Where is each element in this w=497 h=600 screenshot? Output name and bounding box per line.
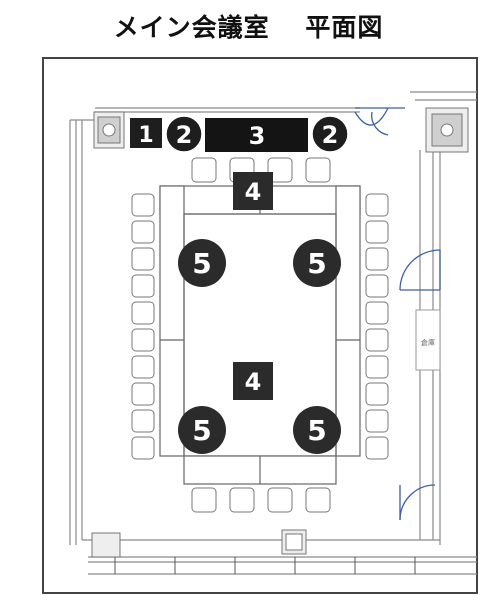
marker-4-top-label: 4 <box>245 178 262 206</box>
marker-3 <box>205 118 308 152</box>
chairs <box>131 157 389 513</box>
chair-right <box>365 301 389 325</box>
chair-top <box>305 157 331 183</box>
chair-right <box>365 382 389 406</box>
marker-5-upper-right <box>293 239 341 287</box>
chair-left <box>131 355 155 379</box>
marker-3-label: 3 <box>249 122 266 150</box>
chair-left <box>131 382 155 406</box>
marker-2-right-label: 2 <box>322 121 339 149</box>
chair-right <box>365 409 389 433</box>
chair-top <box>191 157 217 183</box>
chair-left <box>131 247 155 271</box>
marker-4-middle <box>233 362 273 400</box>
chair-right <box>365 436 389 460</box>
chair-right <box>365 193 389 217</box>
marker-5-upper-left <box>178 239 226 287</box>
chair-right <box>365 328 389 352</box>
marker-4-top <box>233 172 273 210</box>
column-bolt <box>102 123 116 137</box>
column-bolt <box>440 123 454 137</box>
marker-5-lower-left-label: 5 <box>192 414 211 447</box>
chair-top <box>267 157 293 183</box>
chair-left <box>131 409 155 433</box>
marker-4-middle-label: 4 <box>245 368 262 396</box>
chair-bottom <box>305 487 331 513</box>
marker-5-lower-right-label: 5 <box>307 414 326 447</box>
storage-label: 倉庫 <box>421 338 435 347</box>
chair-right <box>365 274 389 298</box>
chair-bottom <box>191 487 217 513</box>
chair-bottom <box>229 487 255 513</box>
chair-right <box>365 247 389 271</box>
marker-5-upper-left-label: 5 <box>192 247 211 280</box>
doors <box>354 107 441 521</box>
chair-left <box>131 301 155 325</box>
chair-right <box>365 355 389 379</box>
chair-left <box>131 193 155 217</box>
columns <box>91 107 469 558</box>
marker-1-label: 1 <box>138 123 153 148</box>
marker-2-left-label: 2 <box>176 121 193 149</box>
chair-bottom <box>267 487 293 513</box>
chair-left <box>131 436 155 460</box>
marker-1 <box>130 118 162 148</box>
marker-5-lower-left <box>178 406 226 454</box>
marker-5-upper-right-label: 5 <box>307 247 326 280</box>
marker-5-lower-right <box>293 406 341 454</box>
chair-right <box>365 220 389 244</box>
marker-2-left <box>165 115 203 153</box>
storage-box <box>415 309 441 371</box>
chair-left <box>131 328 155 352</box>
page-title: メイン会議室 平面図 <box>113 13 384 42</box>
chair-left <box>131 274 155 298</box>
chair-left <box>131 220 155 244</box>
window-mullions <box>114 557 416 574</box>
marker-2-right <box>311 115 349 153</box>
